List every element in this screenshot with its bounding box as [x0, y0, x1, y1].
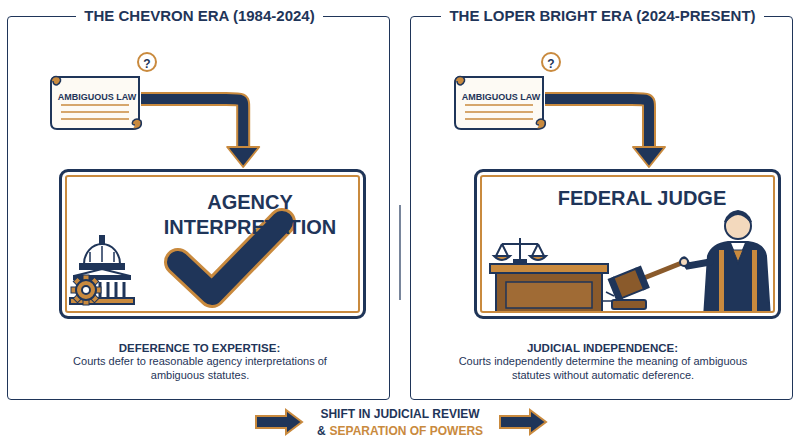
description-body: Courts independently determine the meani… — [453, 355, 753, 383]
label-row: ? — [542, 54, 560, 73]
shift-caption: SHIFT IN JUDICIAL REVIEW — [320, 407, 479, 421]
process-box: FEDERAL JUDGE — [474, 169, 781, 319]
box-title-wrap: AGENCY INTERPRETATION — [144, 190, 356, 240]
description-heading: DEFERENCE TO EXPERTISE: — [119, 341, 280, 355]
question-mark: ? — [547, 57, 554, 71]
arrow-head — [227, 147, 259, 167]
question-circle — [542, 53, 560, 71]
description-heading: JUDICIAL INDEPENDENCE: — [527, 341, 678, 355]
description-body: Courts defer to reasonable agency interp… — [66, 355, 334, 383]
description-heading-wrap: JUDICIAL INDEPENDENCE: — [411, 338, 794, 356]
scroll-label: AMBIGUOUS LAW — [58, 92, 137, 103]
scroll-label-wrap: AMBIGUOUS LAW — [461, 86, 541, 104]
bench — [490, 264, 608, 318]
panel-heading: THE LOPER BRIGHT ERA (2024-PRESENT) — [441, 7, 763, 26]
era-panel: THE LOPER BRIGHT ERA (2024-PRESENT)JUDIC… — [410, 16, 793, 400]
era-panel: THE CHEVRON ERA (1984-2024)DEFERENCE TO … — [7, 16, 390, 400]
judge-figure — [680, 211, 770, 318]
arrow-outline — [141, 99, 243, 149]
gear-icon — [71, 275, 101, 305]
description-body-wrap: Courts independently determine the meani… — [453, 355, 753, 383]
shift-caption: & — [317, 424, 326, 438]
arrow-outline — [545, 99, 649, 149]
flow-arrow — [545, 99, 665, 167]
panel-heading: THE CHEVRON ERA (1984-2024) — [76, 7, 322, 26]
gavel — [603, 262, 684, 309]
arrow-head — [633, 147, 665, 167]
label-row: &SEPARATION OF POWERS — [300, 421, 500, 440]
description-heading-wrap: DEFERENCE TO EXPERTISE: — [8, 338, 391, 356]
box-title: AGENCY INTERPRETATION — [144, 190, 356, 240]
panel-heading-wrap: THE LOPER BRIGHT ERA (2024-PRESENT) — [411, 7, 794, 26]
scroll-document: AMBIGUOUS LAW — [49, 73, 145, 131]
label-row: SHIFT IN JUDICIAL REVIEW — [300, 404, 500, 423]
label-row: ? — [138, 54, 156, 73]
scroll-label: AMBIGUOUS LAW — [462, 92, 541, 103]
arrow-shaft — [141, 99, 243, 149]
question-circle — [138, 53, 156, 71]
question-mark: ? — [143, 57, 150, 71]
shift-caption: SEPARATION OF POWERS — [330, 424, 484, 438]
capitol-icon — [70, 236, 134, 304]
box-title-wrap: FEDERAL JUDGE — [547, 186, 737, 211]
panel-heading-wrap: THE CHEVRON ERA (1984-2024) — [8, 7, 391, 26]
arrow-shaft — [545, 99, 649, 149]
description-body-wrap: Courts defer to reasonable agency interp… — [66, 355, 334, 383]
box-title: FEDERAL JUDGE — [558, 186, 727, 211]
process-box: AGENCY INTERPRETATION — [59, 169, 366, 319]
scroll-label-wrap: AMBIGUOUS LAW — [57, 86, 137, 104]
divider-line — [399, 205, 400, 300]
shift-arrow — [500, 410, 546, 434]
scales-icon — [494, 238, 546, 263]
flow-arrow — [141, 99, 259, 167]
shift-arrow — [256, 410, 302, 434]
scroll-document: AMBIGUOUS LAW — [453, 73, 549, 131]
